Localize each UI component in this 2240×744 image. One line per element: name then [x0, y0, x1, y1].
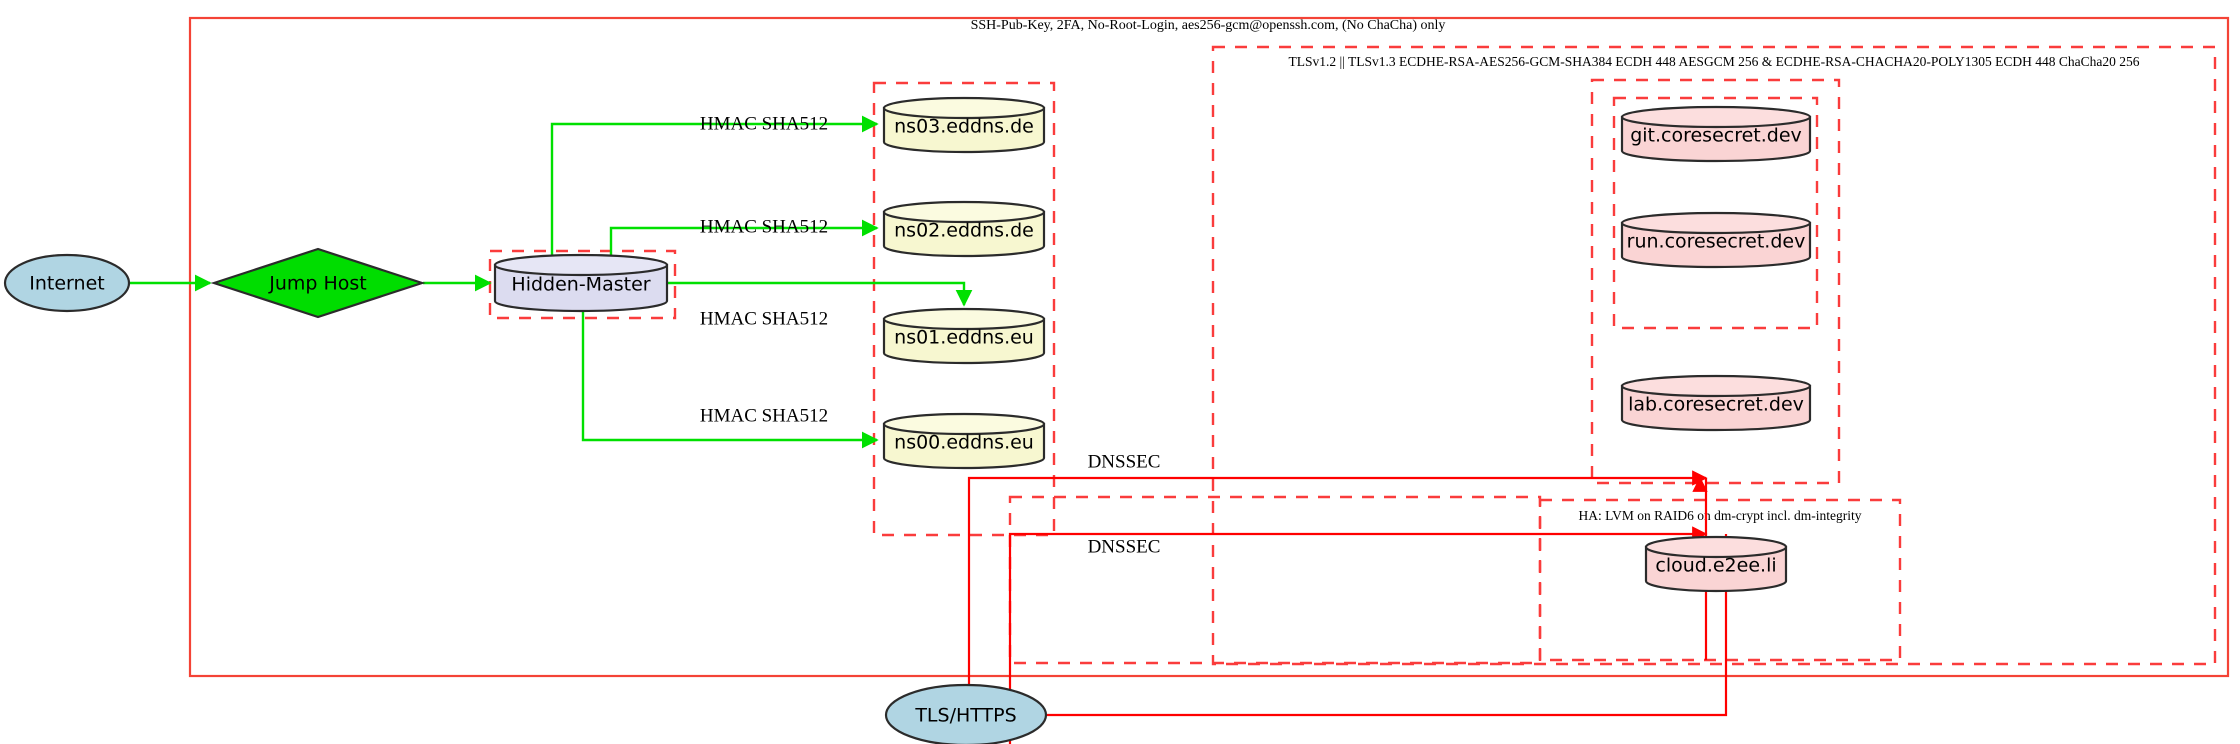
- edge-dnssec-upper: [967, 470, 1708, 744]
- edge-master-to-ns02-label: HMAC SHA512: [700, 216, 828, 237]
- ns00-node-label: ns00.eddns.eu: [894, 432, 1034, 454]
- tls-boundary-label: TLSv1.2 || TLSv1.3 ECDHE-RSA-AES256-GCM-…: [1289, 54, 2140, 69]
- edge-master-to-ns03: [550, 115, 879, 256]
- ns01-node[interactable]: ns01.eddns.eu: [882, 307, 1046, 365]
- nodes-layer: Internet Jump Host Hidden-Master ns03.ed…: [3, 96, 1812, 744]
- ns02-node-label: ns02.eddns.de: [894, 220, 1034, 242]
- ssh-boundary-label: SSH-Pub-Key, 2FA, No-Root-Login, aes256-…: [971, 18, 1446, 33]
- edge-master-to-ns01: [668, 281, 973, 307]
- edge-dnssec-lower: [1008, 526, 1708, 744]
- cloud-e2ee-node-label: cloud.e2ee.li: [1655, 555, 1776, 577]
- jump-host-node[interactable]: Jump Host: [210, 247, 426, 319]
- edge-dnssec-upper-label: DNSSEC: [1088, 451, 1161, 472]
- boundaries-layer: SSH-Pub-Key, 2FA, No-Root-Login, aes256-…: [188, 16, 2230, 678]
- ns00-node[interactable]: ns00.eddns.eu: [882, 412, 1046, 470]
- lab-coresecret-node[interactable]: lab.coresecret.dev: [1620, 374, 1812, 432]
- edge-master-to-ns00: [581, 312, 879, 449]
- tls-https-node-label: TLS/HTTPS: [914, 705, 1016, 727]
- internet-node[interactable]: Internet: [3, 253, 131, 313]
- lab-coresecret-node-label: lab.coresecret.dev: [1628, 394, 1804, 416]
- ns02-node[interactable]: ns02.eddns.de: [882, 200, 1046, 258]
- tls-boundary-box: [1211, 45, 2217, 666]
- jump-host-node-label: Jump Host: [268, 273, 367, 295]
- run-coresecret-node[interactable]: run.coresecret.dev: [1620, 211, 1812, 269]
- ha-left-extension-cluster-box: [1008, 495, 1542, 665]
- coresecret-outer-cluster-box: [1590, 78, 1841, 485]
- dns-secondaries-cluster-box: [872, 81, 1056, 537]
- edge-master-to-ns01-label: HMAC SHA512: [700, 308, 828, 329]
- ns01-node-label: ns01.eddns.eu: [894, 327, 1034, 349]
- cloud-e2ee-node[interactable]: cloud.e2ee.li: [1644, 535, 1788, 593]
- edge-master-to-ns03-label: HMAC SHA512: [700, 113, 828, 134]
- ns03-node-label: ns03.eddns.de: [894, 116, 1034, 138]
- git-coresecret-node[interactable]: git.coresecret.dev: [1620, 105, 1812, 163]
- green-edges-layer: HMAC SHA512 HMAC SHA512 HMAC SHA512 HMAC…: [130, 113, 973, 449]
- internet-node-label: Internet: [29, 273, 104, 295]
- edge-master-to-ns02: [609, 219, 879, 256]
- ssh-boundary-box: [188, 16, 2230, 678]
- ns03-node[interactable]: ns03.eddns.de: [882, 96, 1046, 154]
- coresecret-inner-cluster-box: [1612, 96, 1819, 330]
- edge-dnssec-lower-label: DNSSEC: [1088, 536, 1161, 557]
- tls-https-node[interactable]: TLS/HTTPS: [884, 683, 1048, 744]
- hidden-master-node[interactable]: Hidden-Master: [493, 253, 669, 313]
- red-edges-layer: DNSSEC DNSSEC: [967, 451, 1728, 744]
- ha-storage-cluster-box: [1538, 498, 1902, 662]
- ha-storage-cluster-label: HA: LVM on RAID6 on dm-crypt incl. dm-in…: [1579, 508, 1862, 523]
- hidden-master-node-label: Hidden-Master: [511, 274, 650, 296]
- edge-tls-https-uplink: [1046, 534, 1728, 717]
- edge-master-to-ns00-label: HMAC SHA512: [700, 405, 828, 426]
- git-coresecret-node-label: git.coresecret.dev: [1630, 125, 1802, 147]
- run-coresecret-node-label: run.coresecret.dev: [1627, 231, 1806, 253]
